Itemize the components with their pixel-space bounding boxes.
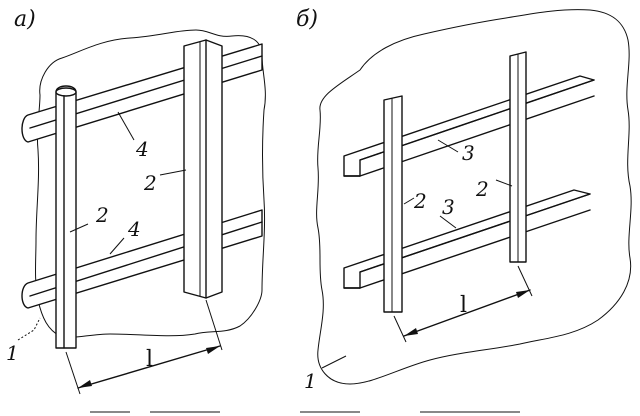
panel-a-label-wall: 1 [6, 341, 19, 365]
panel-b-dim-arrow-left [404, 328, 418, 336]
panel-a-leader-1 [17, 317, 41, 341]
panel-a-post-right [183, 39, 223, 299]
panel-b-leader-3-top [437, 139, 459, 153]
panel-b-label-wall: 1 [304, 369, 317, 393]
panel-a-label-bar-bottom: 4 [127, 217, 141, 241]
panel-a-post-left [55, 85, 77, 349]
panel-b-post-left [383, 95, 403, 313]
panel-b-wall-outline [316, 9, 632, 385]
panel-a-dim-arrow-left [78, 380, 92, 388]
panel-a-label-bar-top: 4 [135, 137, 149, 161]
panel-a-dim-ext-right [205, 299, 223, 351]
panel-b: б) 3 2 2 3 1 l [296, 7, 632, 393]
panel-a-leader-2-right [159, 169, 187, 176]
panel-a-dim-line [77, 345, 221, 389]
panel-a-leader-2-left [69, 223, 89, 233]
panel-b-leader-2-right [495, 179, 513, 187]
panel-a-label-post-right: 2 [143, 171, 157, 195]
panel-b-dim-ext-right [517, 265, 533, 297]
panel-b-title: б) [296, 7, 318, 32]
panel-b-label-post-left: 2 [413, 189, 427, 213]
panel-a-title: а) [14, 7, 36, 32]
panel-b-label-angle-top: 3 [462, 141, 475, 165]
panel-a-leader-4-bottom [109, 237, 125, 255]
panel-b-label-post-right: 2 [475, 177, 489, 201]
panel-b-dim-line [403, 289, 531, 337]
panel-b-leader-3-bottom [439, 215, 457, 229]
panel-b-dim-ext-left [393, 315, 407, 343]
panel-a-leader-4-top [117, 111, 135, 141]
panel-b-angle-lower [343, 189, 591, 289]
panel-b-leader-2-left [403, 197, 415, 205]
panel-a-label-span: l [146, 347, 153, 372]
panel-a-post-left-top [55, 87, 77, 97]
panel-a-dim-ext-left [65, 351, 81, 395]
panel-b-label-span: l [460, 293, 467, 318]
panel-b-label-angle-bottom: 3 [442, 195, 455, 219]
panel-a-label-post-left: 2 [95, 203, 109, 227]
panel-b-leader-1 [321, 355, 347, 369]
panel-a: а) 4 2 2 4 1 l [6, 7, 266, 395]
panel-b-dim-arrow-right [516, 290, 530, 298]
panel-a-dim-arrow-right [206, 346, 220, 354]
